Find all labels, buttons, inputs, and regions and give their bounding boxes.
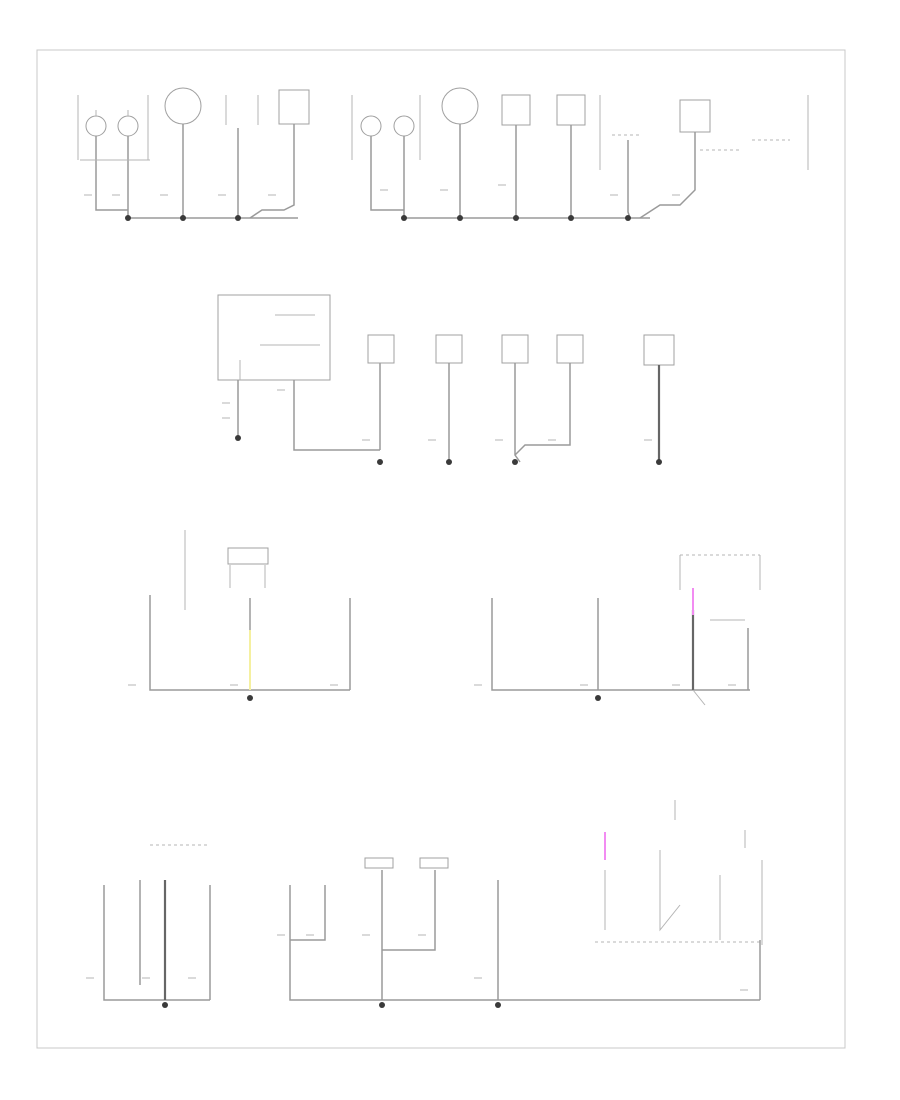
section-top-right	[351, 87, 809, 219]
ground-point	[446, 459, 452, 465]
ground-point	[377, 459, 383, 465]
module-box	[217, 294, 331, 381]
section-bottom-left	[103, 844, 211, 1001]
ground-point	[162, 1002, 168, 1008]
ground-point	[656, 459, 662, 465]
unit-component	[643, 334, 675, 366]
unit-component	[679, 99, 711, 133]
ground-point	[512, 459, 518, 465]
ground-point	[125, 215, 131, 221]
section-lower-right	[491, 554, 761, 706]
ground-point	[247, 695, 253, 701]
ground-point	[235, 215, 241, 221]
wire-tag-marks	[84, 184, 748, 991]
ground-point	[513, 215, 519, 221]
lamp-component	[393, 115, 415, 137]
section-bottom-center	[289, 800, 763, 1001]
ground-point	[495, 1002, 501, 1008]
ground-point	[379, 1002, 385, 1008]
lamp-component	[117, 115, 139, 137]
connector-box	[227, 547, 269, 565]
sensor-component	[441, 87, 479, 125]
ground-point	[180, 215, 186, 221]
unit-component	[501, 94, 531, 126]
unit-component	[278, 89, 310, 125]
section-middle	[217, 294, 675, 463]
ground-point	[595, 695, 601, 701]
unit-component	[556, 94, 586, 126]
section-top-left	[77, 87, 310, 219]
lamp-component	[360, 115, 382, 137]
unit-component	[367, 334, 395, 364]
connector-box	[364, 857, 394, 869]
sensor-component	[164, 87, 202, 125]
diagram-border	[36, 49, 846, 1049]
connector-box	[419, 857, 449, 869]
ground-point	[625, 215, 631, 221]
ground-point	[568, 215, 574, 221]
ground-point	[401, 215, 407, 221]
unit-component	[501, 334, 529, 364]
ground-point	[457, 215, 463, 221]
ground-points	[125, 215, 662, 1008]
ground-point	[235, 435, 241, 441]
lamp-component	[85, 115, 107, 137]
unit-component	[435, 334, 463, 364]
section-lower-left	[149, 530, 351, 691]
unit-component	[556, 334, 584, 364]
